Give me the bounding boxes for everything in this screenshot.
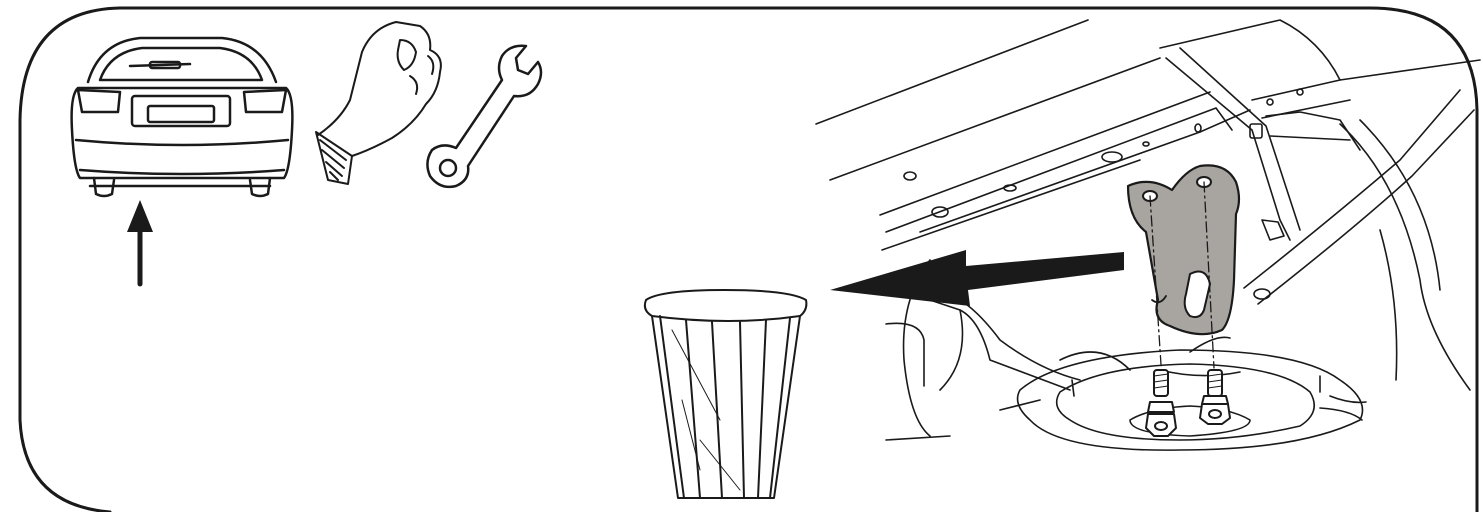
glove-icon	[316, 22, 441, 184]
removal-arrow-icon	[830, 250, 1124, 306]
up-arrow-icon	[127, 200, 153, 284]
wrench-icon	[427, 46, 541, 187]
waste-bin-icon	[645, 290, 807, 498]
bolt-icon	[1146, 370, 1176, 436]
frame-border	[20, 8, 1477, 512]
bolt-icon	[1200, 370, 1230, 424]
bracket-part	[1128, 165, 1239, 334]
car-rear-view-icon	[72, 38, 293, 196]
